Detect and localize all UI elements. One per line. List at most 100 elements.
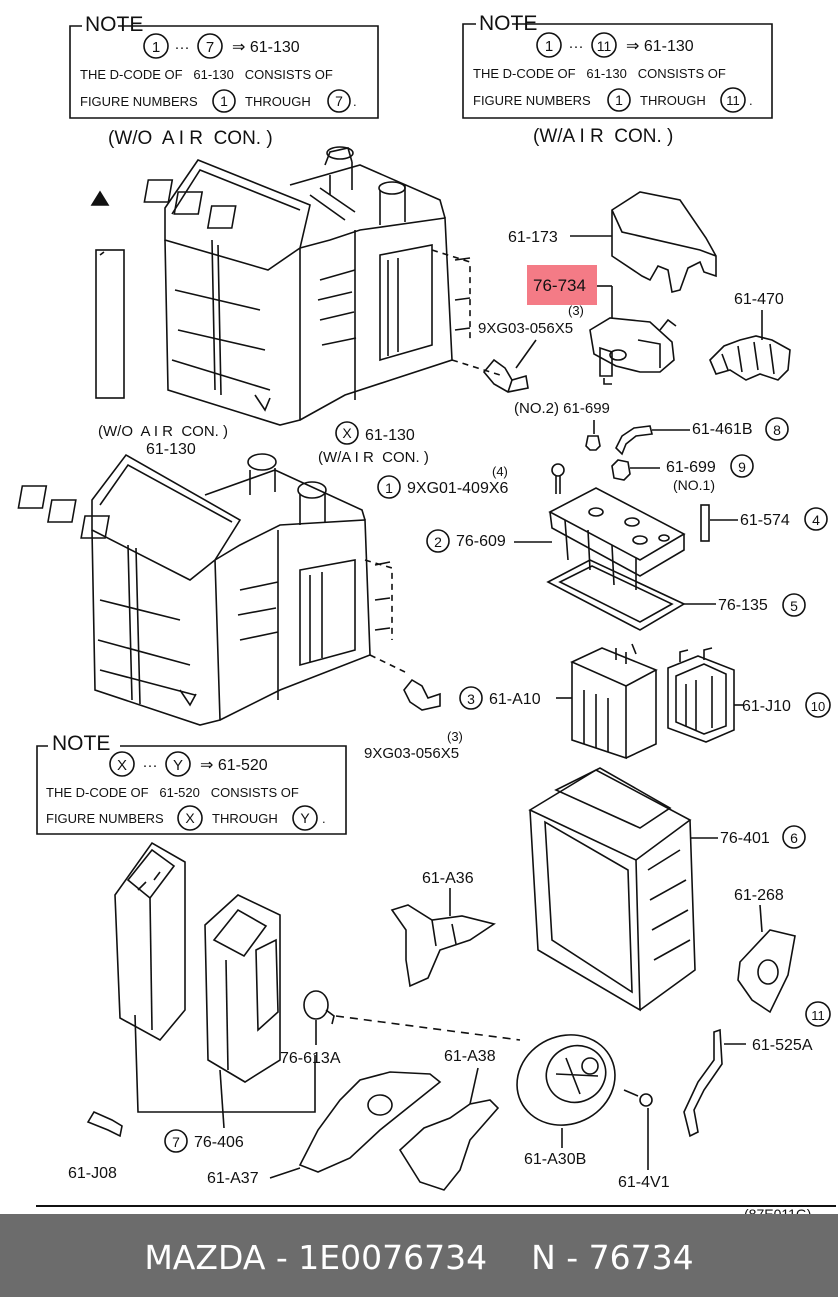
- label-qty-3-b: (3): [447, 729, 463, 744]
- label-61-130-top: 61-130: [146, 441, 196, 458]
- blower-case-right: [204, 894, 281, 1083]
- gasket-76-135: [546, 559, 716, 631]
- plug-61-699-no1: [611, 459, 660, 481]
- label-61-a37: 61-A37: [207, 1170, 259, 1187]
- note-left-line3a: FIGURE NUMBERS: [80, 94, 198, 109]
- footer-part: N - 76734: [531, 1237, 694, 1277]
- note-left-line2: THE D-CODE OF 61-130 CONSISTS OF: [80, 67, 333, 82]
- label-61-268: 61-268: [734, 887, 784, 904]
- clip-lower: [403, 678, 441, 711]
- label-9xg03-lower: 9XG03-056X5: [364, 745, 459, 762]
- note-left: NOTE 1 ··· 7 ⇒ 61-130 THE D-CODE OF 61-1…: [69, 13, 379, 119]
- pipe-61-461b: [615, 425, 690, 456]
- case-76-401: [528, 767, 718, 1012]
- caption-w-air-con-top: (W/A I R CON. ): [533, 126, 673, 147]
- label-61-a30b: 61-A30B: [524, 1151, 586, 1168]
- label-76-135: 76-135: [718, 597, 768, 614]
- caption-w-air-con-mid: (W/A I R CON. ): [318, 449, 429, 466]
- label-61-461b: 61-461B: [692, 421, 753, 438]
- note-left-from: 1: [152, 39, 160, 56]
- label-qty-3-a: (3): [568, 303, 584, 318]
- note-bottom-from: X: [117, 757, 127, 774]
- case-76-609: [514, 487, 686, 590]
- note-left-to: 7: [206, 39, 214, 56]
- callout-11: 11: [811, 1008, 825, 1023]
- bracket-lines-76-406: [134, 1014, 316, 1129]
- svg-text:···: ···: [569, 38, 584, 55]
- blower-case-left: [114, 841, 186, 1042]
- filter-element: [90, 190, 125, 399]
- label-no1: (NO.1): [673, 477, 715, 493]
- callout-9: 9: [738, 459, 746, 475]
- note-right: NOTE 1 ··· 11 ⇒ 61-130 THE D-CODE OF 61-…: [462, 12, 773, 119]
- label-76-613a: 76-613A: [280, 1050, 341, 1067]
- footer-bar: [0, 1214, 838, 1297]
- note-right-line2: THE D-CODE OF 61-130 CONSISTS OF: [473, 66, 726, 81]
- label-9xg01: 9XG01-409X6: [407, 480, 509, 497]
- note-bottom-title: NOTE: [52, 732, 110, 755]
- callout-1: 1: [385, 480, 393, 496]
- note-right-line3a: FIGURE NUMBERS: [473, 93, 591, 108]
- highlight-76-734: [527, 265, 597, 305]
- label-61-a10: 61-A10: [489, 691, 541, 708]
- label-61-574: 61-574: [740, 512, 790, 529]
- label-76-734: 76-734: [533, 276, 586, 295]
- label-76-609: 76-609: [456, 533, 506, 550]
- note-right-code: ⇒ 61-130: [626, 38, 694, 55]
- svg-text:···: ···: [175, 39, 190, 56]
- switch-76-734: [589, 285, 677, 385]
- label-61-a38: 61-A38: [444, 1048, 496, 1065]
- label-76-406: 76-406: [194, 1134, 244, 1151]
- evaporator-61-a10: [556, 643, 658, 760]
- label-61-470: 61-470: [734, 291, 784, 308]
- callout-4: 4: [812, 512, 820, 528]
- caption-wo-air-con-mid: (W/O A I R CON. ): [98, 423, 228, 440]
- note-left-n2: 7: [335, 93, 343, 109]
- note-left-title: NOTE: [85, 13, 143, 36]
- rod-61-574: [700, 504, 738, 542]
- label-61-j08: 61-J08: [68, 1165, 117, 1182]
- footer-caption: MAZDA - 1E0076734 N - 76734: [0, 1222, 838, 1292]
- note-bottom: NOTE X ··· Y ⇒ 61-520 THE D-CODE OF 61-5…: [36, 732, 347, 835]
- note-right-line3b: THROUGH: [640, 93, 706, 108]
- label-qty-4: (4): [492, 464, 508, 479]
- note-right-n1: 1: [615, 92, 623, 108]
- callout-6: 6: [790, 830, 798, 846]
- plug-61-699-no2: [585, 420, 601, 451]
- label-61-130-w: 61-130: [365, 427, 415, 444]
- callout-7: 7: [172, 1134, 180, 1150]
- callout-5: 5: [790, 598, 798, 614]
- label-61-4v1: 61-4V1: [618, 1174, 670, 1191]
- callout-x: X: [342, 425, 352, 441]
- clip-61-j08: [86, 1110, 123, 1138]
- svg-text:.: .: [749, 93, 753, 108]
- note-left-n1: 1: [220, 93, 228, 109]
- note-left-line3b: THROUGH: [245, 94, 311, 109]
- fan-61-a30b: [516, 1034, 616, 1148]
- note-bottom-line3a: FIGURE NUMBERS: [46, 811, 164, 826]
- note-right-n2: 11: [726, 93, 740, 108]
- label-61-699-no2: (NO.2) 61-699: [514, 400, 610, 417]
- screw-9xg01: [551, 463, 565, 494]
- label-61-a36: 61-A36: [422, 870, 474, 887]
- label-61-525a: 61-525A: [752, 1037, 813, 1054]
- note-left-code: ⇒ 61-130: [232, 39, 300, 56]
- note-bottom-n1: X: [185, 810, 195, 826]
- heater-unit-lower: [17, 453, 406, 726]
- footer-brand: MAZDA - 1E0076734: [144, 1237, 488, 1277]
- cover-61-173: [570, 191, 717, 293]
- callout-10: 10: [811, 699, 825, 714]
- note-bottom-code: ⇒ 61-520: [200, 757, 268, 774]
- screw-61-4v1: [623, 1089, 653, 1170]
- label-61-173: 61-173: [508, 229, 558, 246]
- note-right-title: NOTE: [479, 12, 537, 35]
- note-bottom-to: Y: [173, 757, 183, 774]
- note-right-to: 11: [597, 38, 612, 54]
- pipe-61-525a: [683, 1028, 746, 1138]
- svg-text:.: .: [353, 94, 357, 109]
- knob-76-613a: [303, 990, 521, 1045]
- clip-upper: [482, 339, 537, 393]
- label-76-401: 76-401: [720, 830, 770, 847]
- heater-unit-top: [143, 146, 501, 426]
